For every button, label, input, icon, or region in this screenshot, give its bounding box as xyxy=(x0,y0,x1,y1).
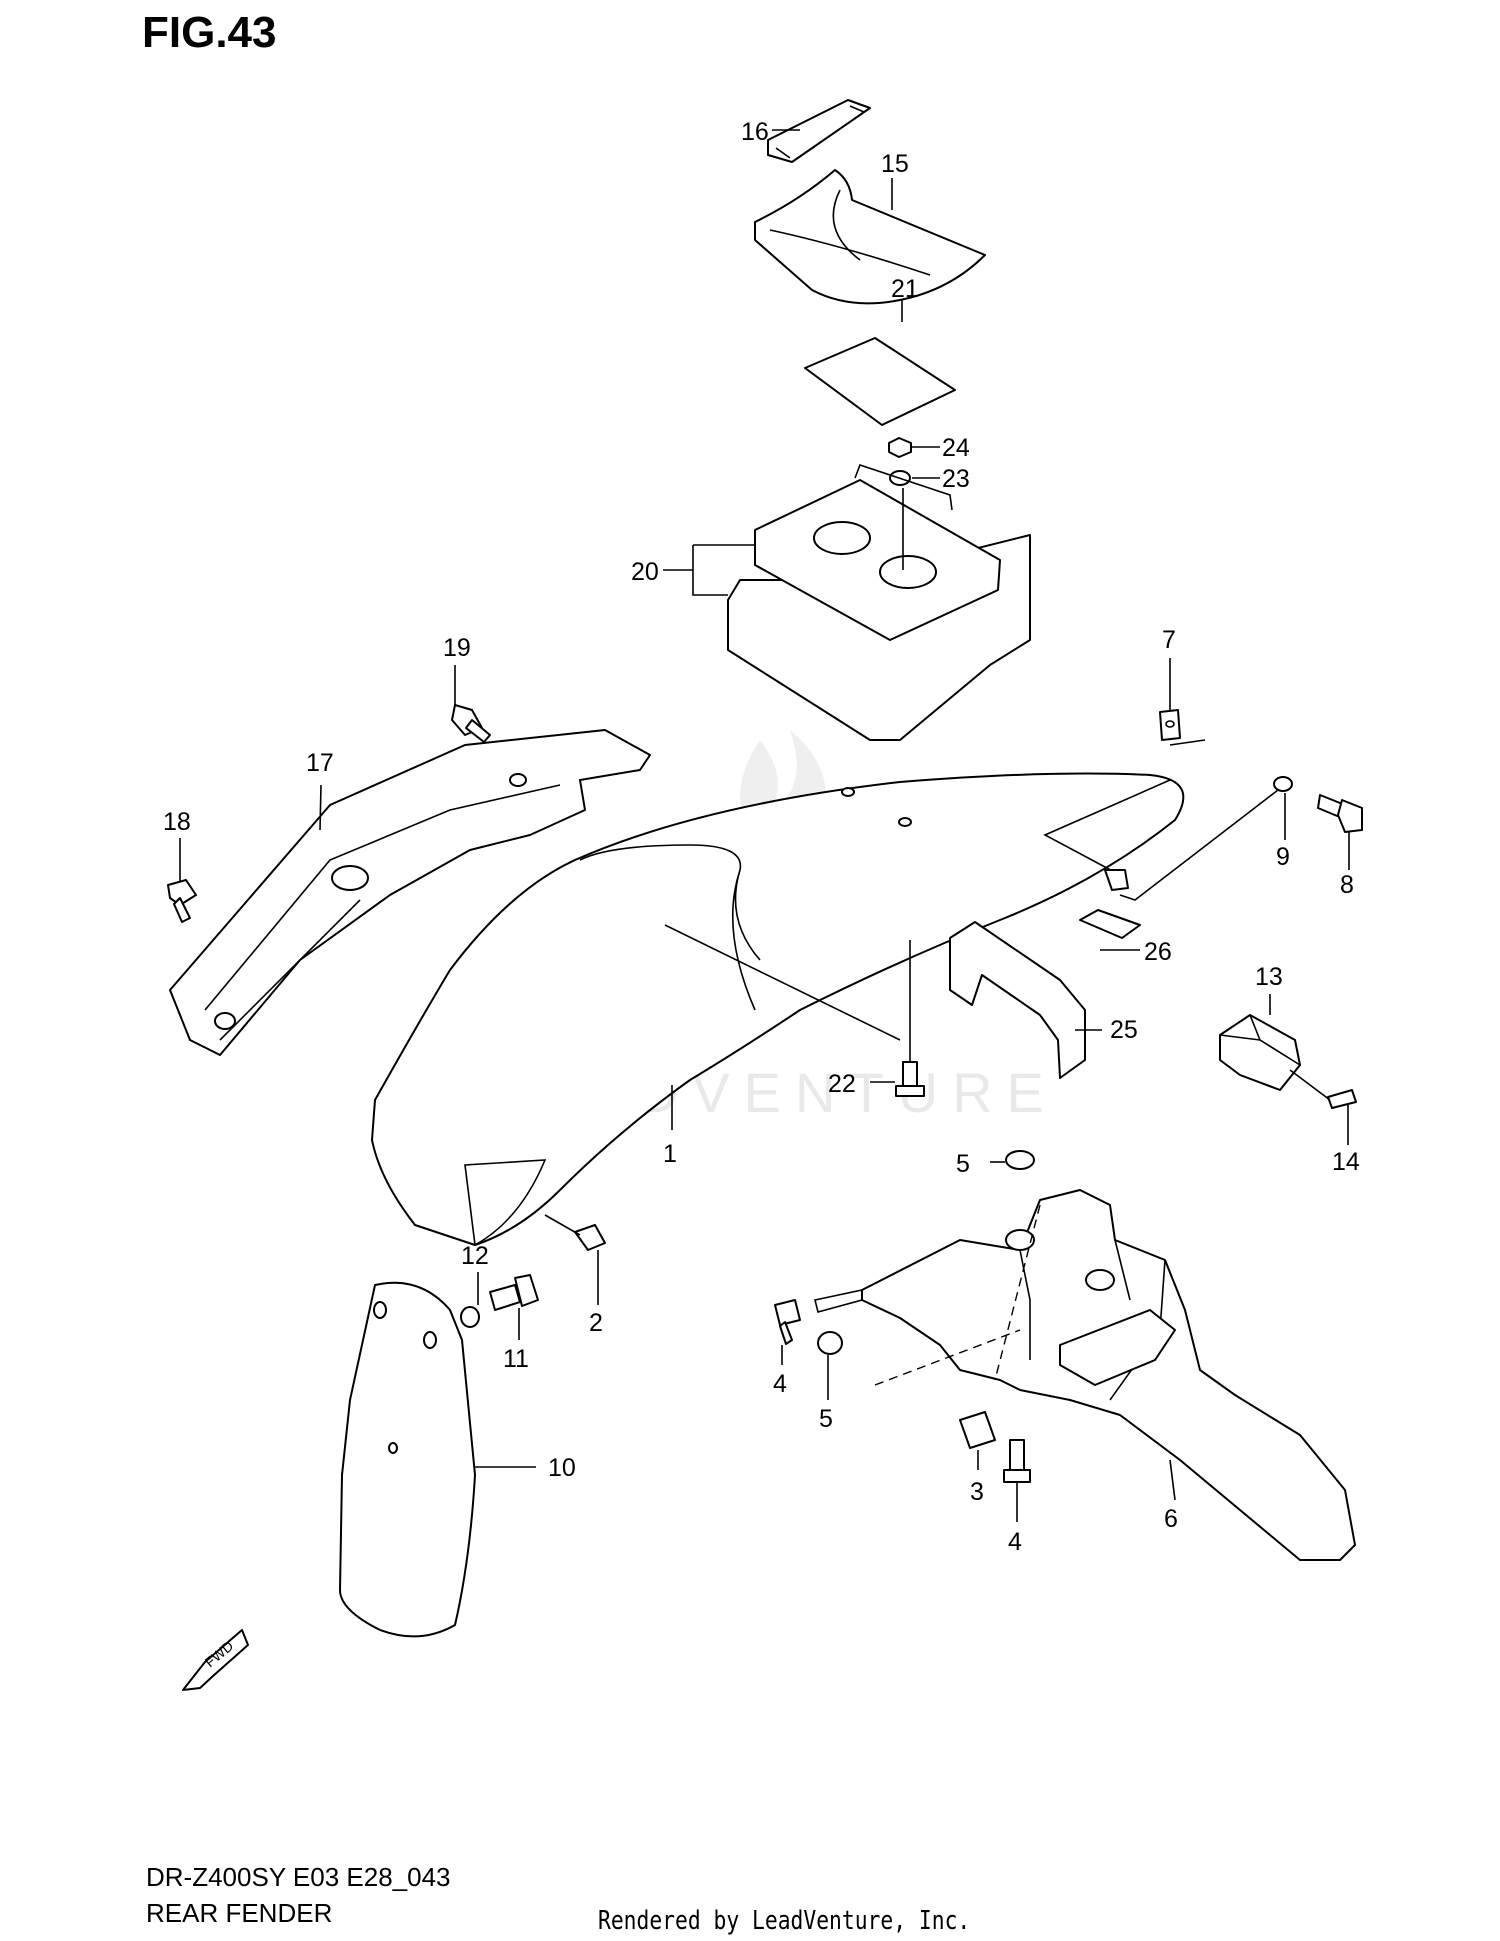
part-10-mudguard xyxy=(339,1281,476,1638)
leader-lines xyxy=(179,129,1350,1522)
part-6-tail-bracket xyxy=(814,1189,1356,1561)
part-1-rear-fender xyxy=(371,772,1185,1246)
callout-3: 3 xyxy=(970,1478,984,1506)
part-7-clip xyxy=(1159,709,1206,746)
part-14-screw xyxy=(1289,1069,1357,1109)
part-4-bolt-b xyxy=(1003,1439,1031,1483)
callout-9: 9 xyxy=(1276,843,1290,871)
part-15-cover xyxy=(754,169,986,305)
part-3-clip-nut xyxy=(959,1411,996,1470)
callout-16: 16 xyxy=(741,118,769,146)
part-22-bolt xyxy=(895,940,925,1097)
callout-6: 6 xyxy=(1164,1505,1178,1533)
callout-11: 11 xyxy=(503,1345,529,1373)
part-16-strap xyxy=(767,99,871,163)
footer-model-code: DR-Z400SY E03 E28_043 xyxy=(146,1862,451,1892)
callout-20: 20 xyxy=(631,558,659,586)
part-19-bolt xyxy=(451,704,491,743)
footer-diagram-name: REAR FENDER xyxy=(146,1898,333,1928)
part-9-washer xyxy=(1119,776,1293,901)
part-26-pad xyxy=(1079,909,1141,939)
callout-14: 14 xyxy=(1332,1148,1360,1176)
callout-25: 25 xyxy=(1110,1016,1138,1044)
callout-12: 12 xyxy=(461,1242,489,1270)
callout-1: 1 xyxy=(663,1140,677,1168)
callout-21: 21 xyxy=(891,275,919,303)
part-4-bolt-a xyxy=(774,1299,801,1345)
callout-23: 23 xyxy=(942,465,970,493)
callout-labels: 16 15 21 24 23 20 19 17 18 7 9 8 26 13 2… xyxy=(163,118,1360,1556)
part-12-washer xyxy=(460,1306,480,1328)
callout-10: 10 xyxy=(548,1454,576,1482)
callout-15: 15 xyxy=(881,150,909,178)
footer-rendered-by: Rendered by LeadVenture, Inc. xyxy=(598,1906,971,1936)
part-18-bolt xyxy=(167,879,197,923)
part-8-bolt xyxy=(1317,794,1363,833)
callout-13: 13 xyxy=(1255,963,1283,991)
callout-24: 24 xyxy=(942,434,970,462)
callout-18: 18 xyxy=(163,808,191,836)
part-5-grommet-a xyxy=(1005,1150,1035,1170)
part-20-battery-holder xyxy=(727,463,1031,741)
callout-4-bottom: 4 xyxy=(1008,1528,1022,1556)
part-24-nut xyxy=(888,437,912,458)
callout-19: 19 xyxy=(443,634,471,662)
callout-8: 8 xyxy=(1340,871,1354,899)
callout-17: 17 xyxy=(306,749,334,777)
part-21-pad xyxy=(804,337,956,426)
part-5-grommet-b xyxy=(817,1331,843,1355)
callout-2: 2 xyxy=(589,1309,603,1337)
callout-5-bottom: 5 xyxy=(819,1405,833,1433)
part-25-bracket xyxy=(949,921,1086,1079)
callout-5-top: 5 xyxy=(956,1150,970,1178)
callout-7: 7 xyxy=(1162,626,1176,654)
part-17-side-cover xyxy=(169,729,651,1056)
callout-4-left: 4 xyxy=(773,1370,787,1398)
callout-26: 26 xyxy=(1144,938,1172,966)
figure-title: FIG.43 xyxy=(142,8,277,57)
fwd-arrow-icon: FWD xyxy=(182,1629,249,1691)
part-11-bolt xyxy=(489,1274,539,1311)
part-13-relay xyxy=(1219,1014,1301,1091)
callout-22: 22 xyxy=(828,1070,856,1098)
part-2-bolt xyxy=(544,1214,606,1251)
